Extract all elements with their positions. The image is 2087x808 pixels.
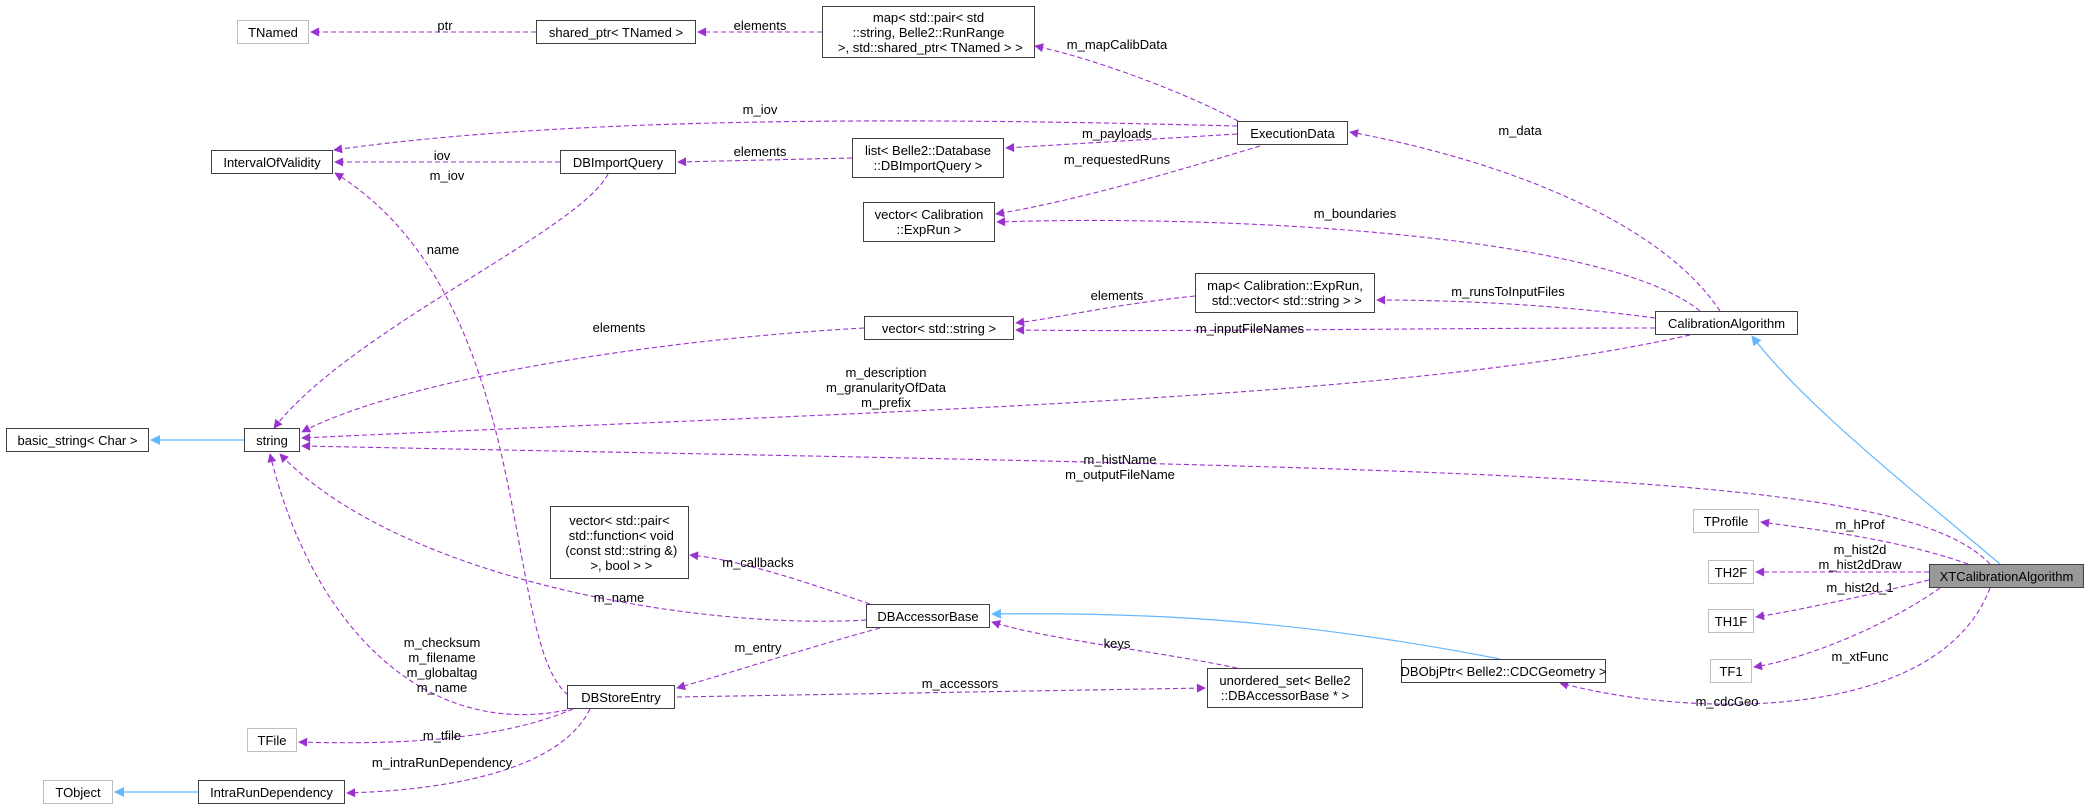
class-node-vec-exprun[interactable]: vector< Calibration ::ExpRun >: [863, 202, 995, 242]
usage-edge-e-iov-dbse: [334, 172, 569, 696]
class-node-map-runrange[interactable]: map< std::pair< std ::string, Belle2::Ru…: [822, 6, 1035, 58]
usage-edge-e-boundaries: [996, 217, 1701, 312]
class-node-tobject: TObject: [43, 780, 113, 804]
usage-edge-e-elements-list: [677, 157, 853, 167]
usage-edge-e-name-dbab: [279, 453, 867, 622]
class-node-executiondata[interactable]: ExecutionData: [1237, 121, 1348, 145]
class-node-tfile: TFile: [247, 728, 297, 752]
usage-edge-e-desc: [301, 334, 1691, 443]
usage-edge-e-tfile: [298, 708, 574, 747]
usage-edge-e-cdcgeo: [1559, 587, 1991, 705]
class-node-tnamed: TNamed: [237, 20, 309, 44]
class-node-th1f: TH1F: [1708, 609, 1754, 633]
usage-edge-e-elements-vec: [1015, 295, 1196, 327]
class-node-dbobjptr[interactable]: DBObjPtr< Belle2::CDCGeometry >: [1401, 659, 1606, 683]
class-node-vec-string[interactable]: vector< std::string >: [864, 316, 1014, 340]
usage-edge-e-elements-string: [301, 327, 865, 433]
usage-edge-e-payloads: [1005, 133, 1238, 153]
usage-edge-e-runsinput: [1376, 295, 1656, 319]
usage-edge-e-hprof: [1760, 518, 1969, 565]
class-node-calalgo[interactable]: CalibrationAlgorithm: [1655, 311, 1798, 335]
class-node-vec-pair-fn[interactable]: vector< std::pair< std::function< void (…: [550, 506, 689, 579]
class-node-iov[interactable]: IntervalOfValidity: [211, 150, 333, 174]
usage-edge-e-histname: [301, 441, 1991, 565]
class-node-tprofile: TProfile: [1693, 509, 1759, 533]
usage-edge-e-mapcalib: [1034, 43, 1239, 122]
class-node-list-dbiq[interactable]: list< Belle2::Database ::DBImportQuery >: [852, 138, 1004, 178]
class-node-unordered-set[interactable]: unordered_set< Belle2 ::DBAccessorBase *…: [1207, 668, 1363, 708]
class-node-tf1: TF1: [1710, 659, 1752, 683]
inheritance-edge-i-dbobjptr: [991, 608, 1501, 660]
class-node-xtcal[interactable]: XTCalibrationAlgorithm: [1929, 564, 2084, 588]
usage-edge-e-inputfiles: [1015, 325, 1656, 335]
usage-edge-e-name-dbiq: [273, 173, 609, 429]
class-node-basic-string[interactable]: basic_string< Char >: [6, 428, 149, 452]
class-node-th2f: TH2F: [1708, 560, 1754, 584]
class-node-shared-ptr[interactable]: shared_ptr< TNamed >: [536, 20, 696, 44]
usage-edge-e-reqruns: [995, 145, 1261, 218]
inheritance-edge-i-calalgo: [1751, 335, 2001, 565]
usage-edge-e-checksum: [267, 453, 568, 716]
usage-edge-e-callbacks: [689, 551, 871, 605]
usage-edge-e-entry: [676, 627, 881, 691]
class-node-map-exprun[interactable]: map< Calibration::ExpRun, std::vector< s…: [1195, 273, 1375, 313]
usage-edge-e-iov-exec: [333, 120, 1238, 154]
usage-edge-e-accessors: [676, 683, 1206, 698]
class-node-intrarundep[interactable]: IntraRunDependency: [198, 780, 345, 804]
class-node-dbaccessorbase[interactable]: DBAccessorBase: [866, 604, 990, 628]
class-node-dbstoreentry[interactable]: DBStoreEntry: [567, 685, 675, 709]
usage-edge-e-keys: [991, 620, 1238, 669]
class-node-dbimportquery[interactable]: DBImportQuery: [560, 150, 676, 174]
class-node-string[interactable]: string: [244, 428, 300, 452]
usage-edge-e-intrarun: [346, 708, 591, 798]
usage-edge-e-xtfunc: [1753, 587, 1941, 671]
